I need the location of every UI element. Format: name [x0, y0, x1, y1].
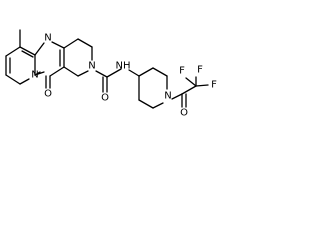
- bond: [138, 99, 154, 109]
- atom-label-fluorine-1: F: [179, 66, 185, 77]
- atom-label-amide-nh: NH: [116, 61, 131, 72]
- bond: [77, 38, 93, 48]
- atom-label-ketone-o: O: [44, 89, 52, 100]
- bond: [5, 74, 21, 85]
- bond: [152, 67, 168, 77]
- atom-label-amide-n: N: [88, 61, 95, 72]
- bond: [138, 67, 154, 77]
- atom-label-amide-o: O: [101, 93, 109, 104]
- atom-label-acyl-o: O: [180, 108, 188, 119]
- bond: [51, 41, 65, 49]
- atom-label-fluorine-2: F: [197, 65, 203, 76]
- bond: [63, 38, 79, 49]
- bond: [95, 70, 108, 78]
- bond: [19, 78, 30, 85]
- molecule-canvas: N N N N NH O O O F F F: [0, 0, 225, 146]
- bond: [106, 68, 122, 78]
- molecule-structure: N N N N NH O O O F F F: [5, 29, 217, 119]
- bond: [152, 102, 164, 109]
- bond: [49, 66, 65, 77]
- bond: [21, 50, 34, 58]
- bond: [5, 46, 21, 57]
- atom-label-ring-n1: N: [44, 33, 51, 44]
- atom-label-fluorine-3: F: [211, 80, 217, 91]
- bond: [171, 93, 183, 100]
- bond: [34, 71, 45, 76]
- bonds: [5, 29, 209, 109]
- bond: [34, 42, 45, 56]
- bond: [181, 85, 197, 95]
- atom-labels: N N N N NH O O O F F F: [31, 33, 217, 119]
- atom-label-piperidine-n: N: [164, 91, 171, 102]
- bond: [63, 66, 79, 77]
- bond: [77, 70, 89, 77]
- bond: [185, 77, 197, 87]
- bond: [128, 69, 140, 77]
- bond: [19, 46, 36, 56]
- bond: [195, 84, 209, 87]
- atom-label-ring-n2: N: [31, 70, 38, 81]
